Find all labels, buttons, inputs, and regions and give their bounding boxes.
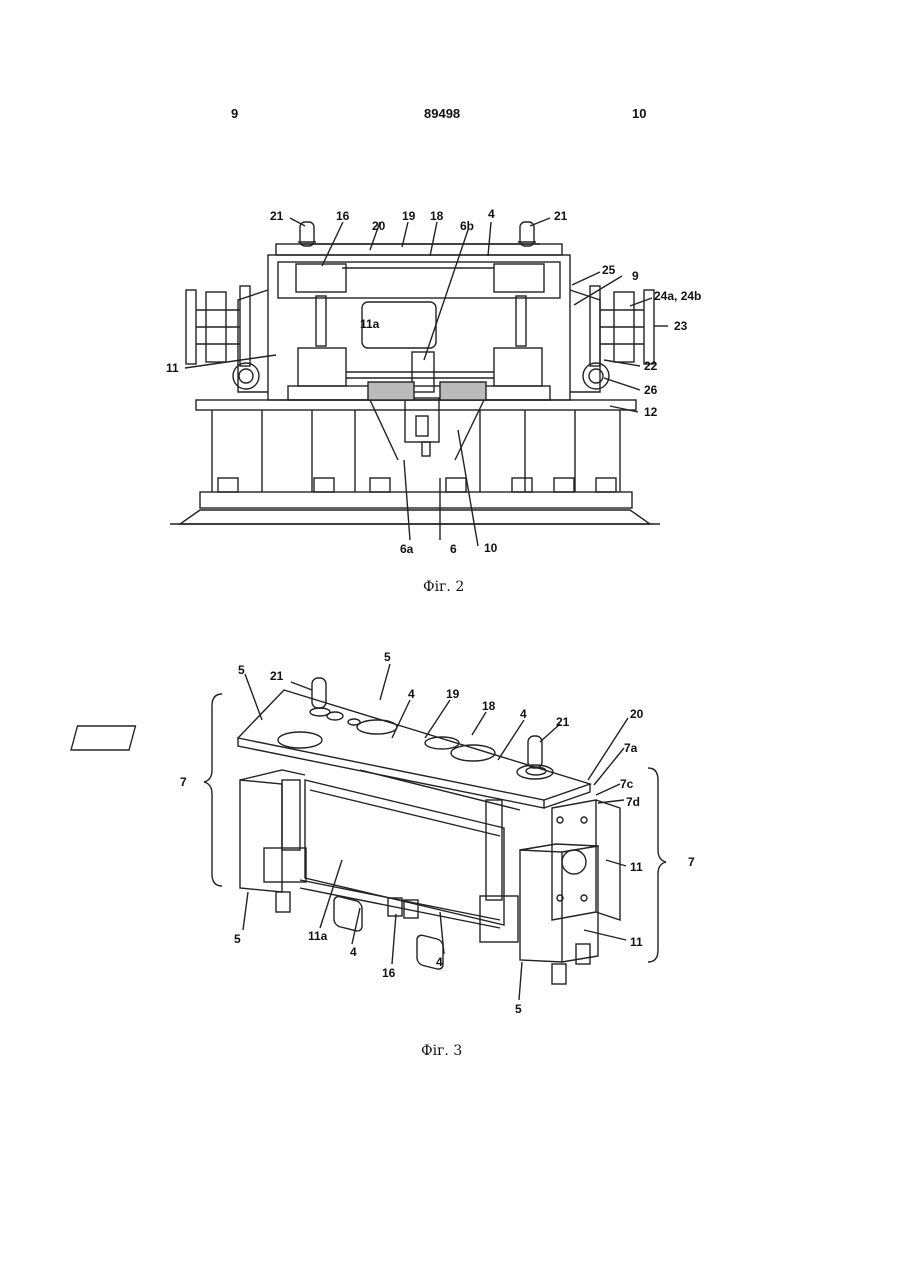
fig3-label-11-upper: 11 xyxy=(630,860,643,874)
figure-3-drawing: 5 21 5 19 18 4 4 21 20 7a 7c 7d 7 7 11 1… xyxy=(0,0,900,1060)
fig3-label-7-left: 7 xyxy=(180,775,187,789)
fig3-label-4-top-right: 4 xyxy=(520,707,527,721)
fig3-label-11-lower: 11 xyxy=(630,935,643,949)
fig3-label-21-right: 21 xyxy=(556,715,570,729)
fig3-label-5-bottom: 5 xyxy=(515,1002,522,1016)
fig3-label-5-top: 5 xyxy=(384,650,391,664)
fig3-label-4-top-left: 4 xyxy=(408,687,415,701)
fig3-label-18: 18 xyxy=(482,699,496,713)
fig3-label-4-bottom-left: 4 xyxy=(350,945,357,959)
fig3-label-19: 19 xyxy=(446,687,460,701)
fig3-label-11a: 11a xyxy=(308,929,328,943)
fig3-label-21-left: 21 xyxy=(270,669,284,683)
fig3-label-7d: 7d xyxy=(626,795,640,809)
fig3-label-5-top-left: 5 xyxy=(238,663,245,677)
fig3-label-5-left: 5 xyxy=(234,932,241,946)
figure-3-caption: Фіг. 3 xyxy=(421,1043,462,1059)
fig3-label-7c: 7c xyxy=(620,777,634,791)
fig3-label-16: 16 xyxy=(382,966,396,980)
fig3-label-20: 20 xyxy=(630,707,644,721)
fig3-label-4-bottom-right: 4 xyxy=(436,955,443,969)
fig3-label-7a: 7a xyxy=(624,741,638,755)
fig3-label-7-right: 7 xyxy=(688,855,695,869)
